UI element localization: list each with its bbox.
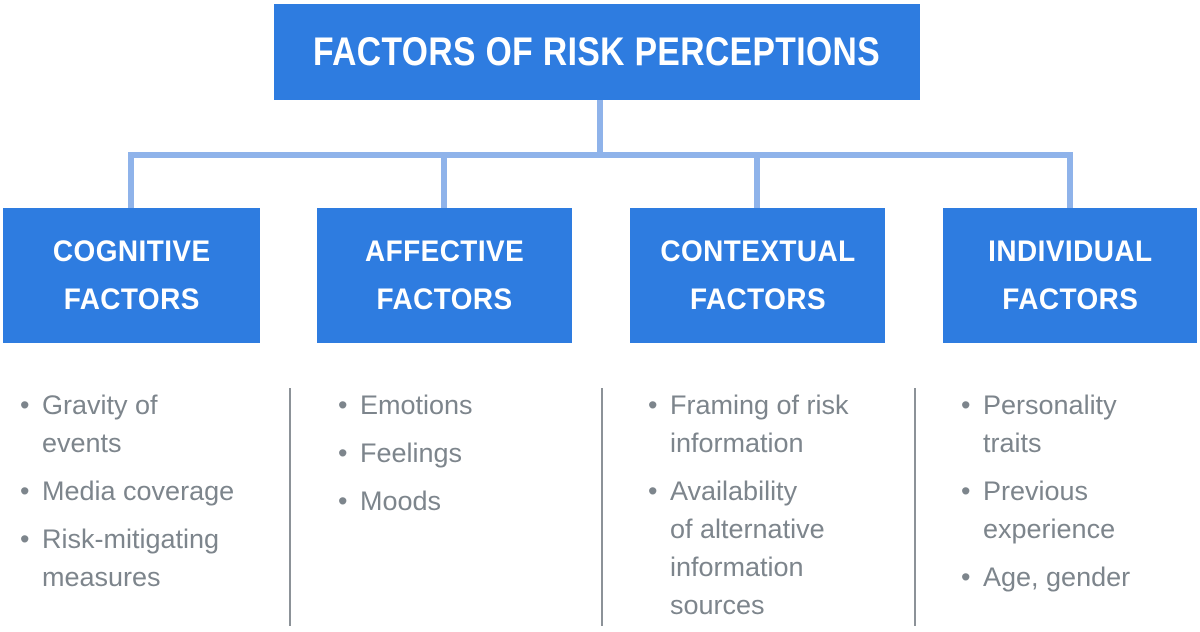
connector-drop-individual — [1067, 152, 1073, 208]
connector-drop-contextual — [754, 152, 760, 208]
diagram-title: FACTORS OF RISK PERCEPTIONS — [313, 29, 881, 74]
bullet-icon: • — [338, 438, 348, 468]
bullet-icon: • — [20, 390, 30, 420]
list-item-text: Media coverage — [42, 476, 235, 506]
bullet-icon: • — [20, 476, 30, 506]
list-item-text: Framing of risk information — [670, 390, 849, 458]
factor-label-contextual: CONTEXTUAL FACTORS — [659, 234, 856, 316]
factor-label-cognitive: COGNITIVE FACTORS — [52, 234, 211, 316]
list-item: • Age, gender — [961, 558, 1189, 596]
list-item-text: Age, gender — [983, 562, 1131, 592]
list-item: • Availability of alternative informatio… — [648, 472, 900, 624]
list-item: • Personality traits — [961, 386, 1189, 462]
factor-box-affective: AFFECTIVE FACTORS — [317, 208, 572, 343]
list-item: • Moods — [338, 482, 580, 520]
bullet-icon: • — [961, 562, 971, 592]
list-item: • Previous experience — [961, 472, 1189, 548]
bullet-icon: • — [961, 476, 971, 506]
bullet-icon: • — [648, 476, 658, 506]
connector-drop-affective — [441, 152, 447, 208]
list-item: • Gravity of events — [20, 386, 278, 462]
column-divider-3 — [914, 388, 916, 626]
column-divider-2 — [601, 388, 603, 626]
connector-drop-cognitive — [128, 152, 134, 208]
bullet-list-contextual: • Framing of risk information • Availabi… — [648, 386, 900, 632]
bullet-icon: • — [338, 486, 348, 516]
list-item-text: Emotions — [360, 390, 473, 420]
connector-horizontal-bar — [128, 152, 1073, 158]
list-item-text: Feelings — [360, 438, 463, 468]
factor-label-individual: INDIVIDUAL FACTORS — [987, 234, 1153, 316]
bullet-icon: • — [20, 524, 30, 554]
list-item: • Risk-mitigating measures — [20, 520, 278, 596]
factor-box-contextual: CONTEXTUAL FACTORS — [630, 208, 885, 343]
factor-box-individual: INDIVIDUAL FACTORS — [943, 208, 1197, 343]
list-item-text: Gravity of events — [42, 390, 158, 458]
factor-box-cognitive: COGNITIVE FACTORS — [3, 208, 260, 343]
root-box-factors-of-risk-perceptions: FACTORS OF RISK PERCEPTIONS — [274, 4, 920, 100]
list-item-text: Moods — [360, 486, 442, 516]
factor-label-affective: AFFECTIVE FACTORS — [364, 234, 525, 316]
list-item-text: Personality traits — [983, 390, 1117, 458]
list-item-text: Availability of alternative information … — [670, 476, 825, 620]
bullet-list-cognitive: • Gravity of events • Media coverage • R… — [20, 386, 278, 606]
connector-root-stem — [597, 100, 603, 152]
bullet-icon: • — [961, 390, 971, 420]
list-item: • Emotions — [338, 386, 580, 424]
column-divider-1 — [289, 388, 291, 626]
list-item-text: Risk-mitigating measures — [42, 524, 220, 592]
bullet-icon: • — [648, 390, 658, 420]
bullet-list-affective: • Emotions • Feelings • Moods — [338, 386, 580, 530]
list-item: • Framing of risk information — [648, 386, 900, 462]
bullet-icon: • — [338, 390, 348, 420]
list-item-text: Previous experience — [983, 476, 1116, 544]
list-item: • Media coverage — [20, 472, 278, 510]
bullet-list-individual: • Personality traits • Previous experien… — [961, 386, 1189, 606]
list-item: • Feelings — [338, 434, 580, 472]
